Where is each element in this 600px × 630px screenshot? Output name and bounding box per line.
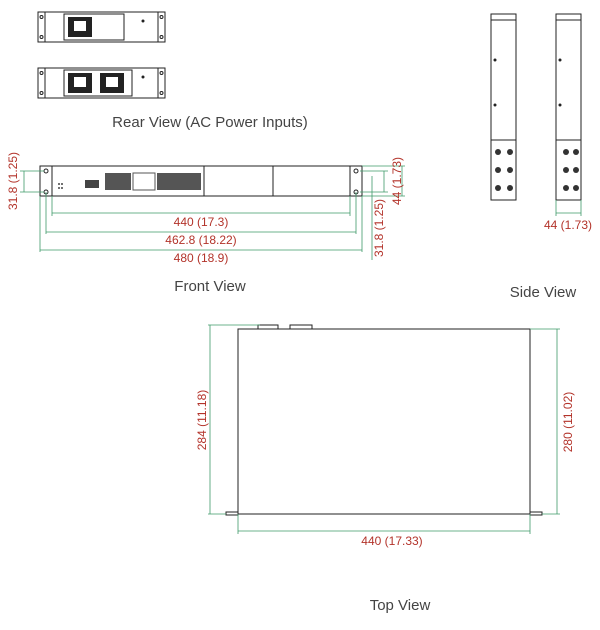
side-view-caption: Side View <box>510 284 577 301</box>
side-view-left <box>490 13 517 201</box>
rear-view-single-inlet <box>37 11 166 43</box>
dim-side-height: 44 (1.73) <box>544 218 592 232</box>
rear-view-caption: Rear View (AC Power Inputs) <box>112 114 308 131</box>
ethernet-ports <box>157 173 201 190</box>
dim-top-depth-total: 284 (11.18) <box>195 390 209 451</box>
dim-body-width: 440 (17.3) <box>174 215 229 229</box>
front-view-caption: Front View <box>174 278 246 295</box>
dim-total-width: 480 (18.9) <box>174 251 229 265</box>
dim-top-depth-body: 280 (11.02) <box>561 392 575 453</box>
rear-view-dual-inlet <box>37 67 166 99</box>
top-view-caption: Top View <box>370 597 431 614</box>
front-view <box>20 165 405 260</box>
side-view-right <box>555 13 582 216</box>
dim-front-height: 44 (1.73) <box>390 157 404 205</box>
top-view <box>208 324 560 534</box>
ethernet-ports <box>105 173 131 190</box>
dim-ear-hole-right: 31.8 (1.25) <box>372 199 386 257</box>
dim-top-width: 440 (17.33) <box>361 534 422 548</box>
sfp-ports <box>132 172 156 191</box>
dim-hole-span: 462.8 (18.22) <box>165 233 236 247</box>
dim-ear-hole-left: 31.8 (1.25) <box>6 152 20 210</box>
